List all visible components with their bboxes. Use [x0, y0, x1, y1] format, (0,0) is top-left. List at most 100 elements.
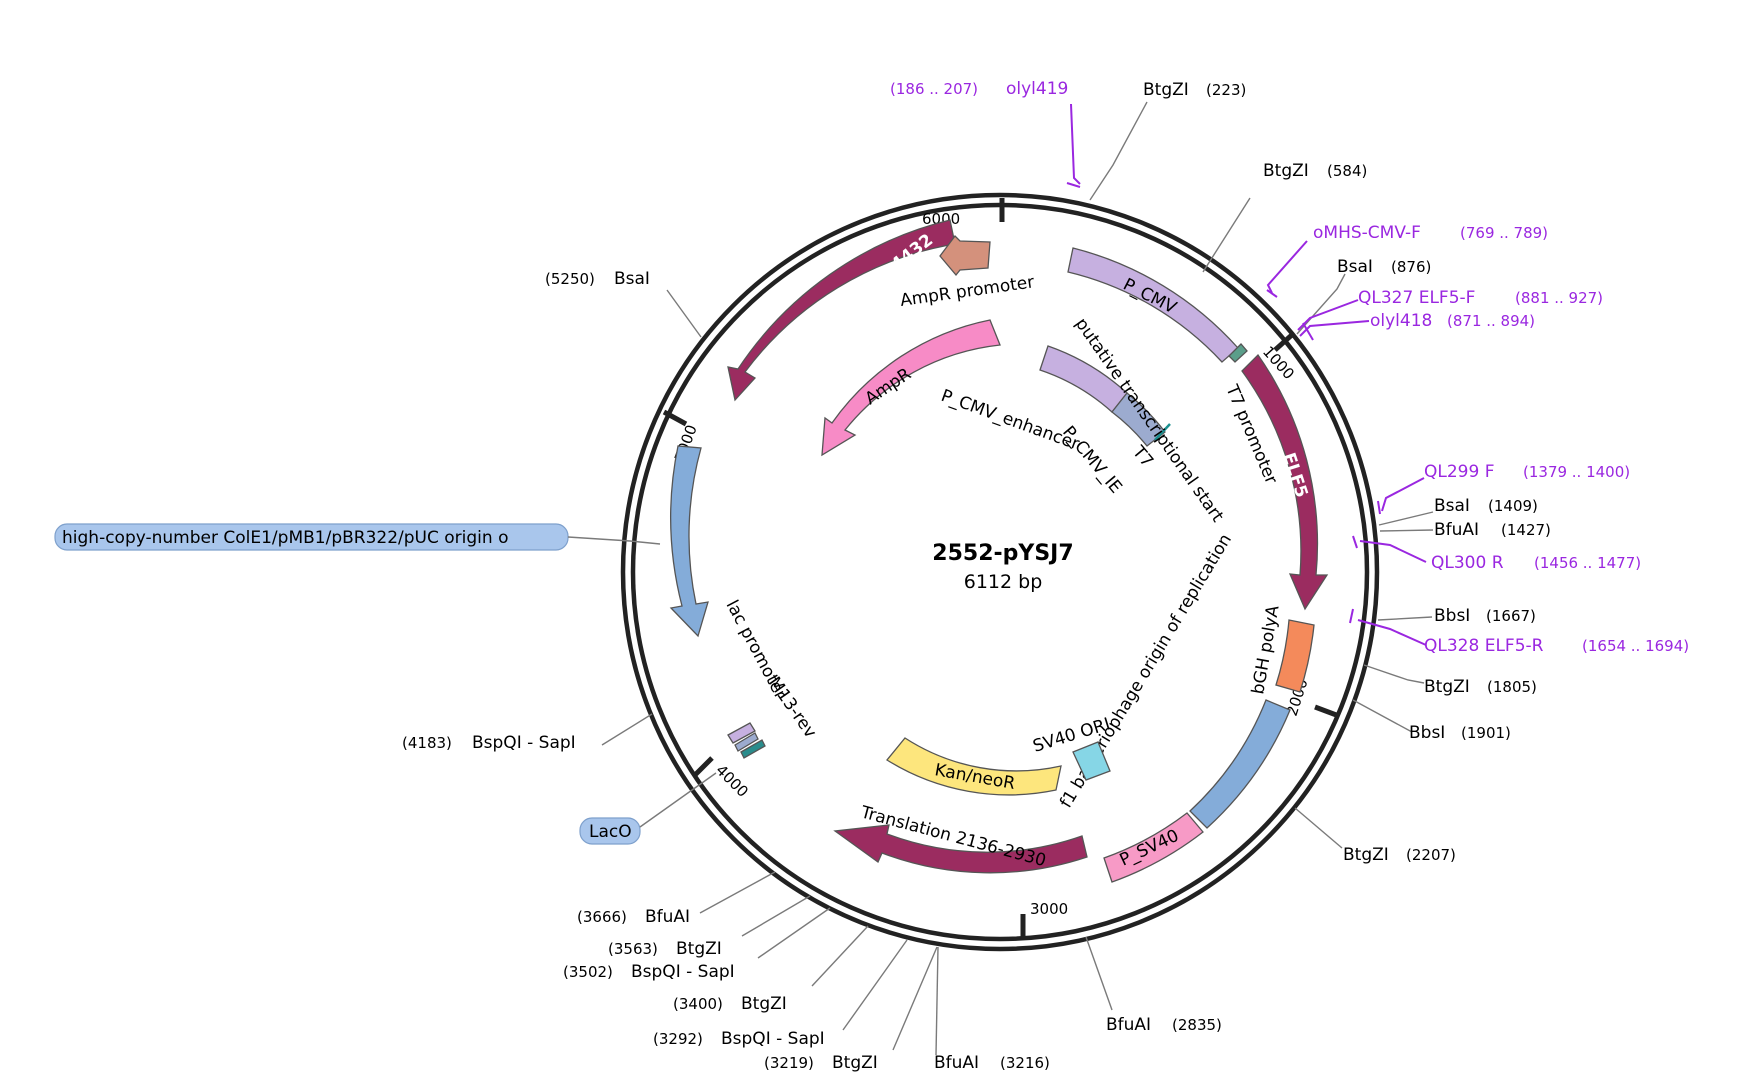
site-pos-btgzi-3563: (3563) — [608, 940, 658, 958]
laco-label-leader — [639, 772, 717, 828]
ori-arrow[interactable] — [669, 445, 709, 638]
ampr-promoter-arrow[interactable] — [939, 235, 991, 277]
kan-neor-feature[interactable] — [886, 737, 1062, 796]
primer-leader-ql328 — [1357, 619, 1427, 646]
site-pos-btgzi-584: (584) — [1327, 162, 1367, 180]
bgh-polya-feature[interactable] — [1275, 619, 1315, 693]
primer-range-olyl419: (186 .. 207) — [890, 80, 978, 98]
site-pos-btgzi-2207: (2207) — [1406, 846, 1456, 864]
tick-mark-4000 — [693, 756, 714, 777]
site-pos-bfuai-3666: (3666) — [577, 908, 627, 926]
ori-label-leader — [567, 536, 631, 542]
site-leader-bspqi-3292 — [842, 939, 908, 1031]
site-pos-btgzi-3400: (3400) — [673, 995, 723, 1013]
primer-name-olyl418[interactable]: olyl418 — [1370, 311, 1432, 331]
site-leader-bbsi-1901 — [1352, 699, 1413, 733]
site-name-btgzi-3563[interactable]: BtgZI — [676, 939, 722, 959]
site-name-btgzi-3400[interactable]: BtgZI — [741, 994, 787, 1014]
p-cmv-ie-feature[interactable] — [1111, 392, 1166, 447]
site-leader-btgzi-3219 — [892, 946, 938, 1051]
ori-label: high-copy-number ColE1/pMB1/pBR322/pUC o… — [62, 528, 508, 548]
primer-mark-olyl419 — [1066, 182, 1081, 188]
site-name-btgzi-1805[interactable]: BtgZI — [1424, 677, 1470, 697]
primer-name-ql300[interactable]: QL300 R — [1431, 553, 1504, 573]
site-name-btgzi-584[interactable]: BtgZI — [1263, 161, 1309, 181]
site-leader-bsai-1409 — [1378, 511, 1434, 526]
site-name-bspqi-4183[interactable]: BspQI - SapI — [472, 733, 576, 753]
site-leader-btgzi-2207 — [1294, 807, 1343, 849]
primer-leader-olyl419 — [1070, 103, 1081, 185]
site-name-bspqi-3292[interactable]: BspQI - SapI — [721, 1029, 825, 1049]
site-name-bsai-1409[interactable]: BsaI — [1434, 496, 1470, 516]
site-pos-bspqi-3292: (3292) — [653, 1030, 703, 1048]
site-leader-bbsi-1667 — [1377, 616, 1433, 621]
site-pos-bsai-5250: (5250) — [545, 270, 595, 288]
primer-range-ql299: (1379 .. 1400) — [1523, 463, 1630, 481]
site-pos-btgzi-3219: (3219) — [764, 1054, 814, 1072]
site-leader-bspqi-4183 — [601, 713, 653, 746]
site-name-bspqi-3502[interactable]: BspQI - SapI — [631, 962, 735, 982]
primer-range-ql300: (1456 .. 1477) — [1534, 554, 1641, 572]
site-pos-bspqi-4183: (4183) — [402, 734, 452, 752]
site-pos-bsai-876: (876) — [1391, 258, 1431, 276]
t7-marker — [1154, 423, 1171, 441]
primer-mark-ql299 — [1377, 500, 1381, 515]
site-name-bbsi-1667[interactable]: BbsI — [1434, 606, 1470, 626]
m13-rev-feature[interactable] — [740, 739, 766, 759]
site-name-btgzi-3219[interactable]: BtgZI — [832, 1053, 878, 1073]
site-pos-bfuai-3216: (3216) — [1000, 1054, 1050, 1072]
f1-ori-feature[interactable] — [1189, 699, 1291, 829]
site-pos-btgzi-223: (223) — [1206, 81, 1246, 99]
site-name-bsai-5250[interactable]: BsaI — [614, 269, 650, 289]
primer-mark-ql300 — [1352, 535, 1358, 549]
t7-promoter-feature[interactable] — [1228, 343, 1248, 363]
putative-start-label: putative transcriptional start — [1071, 314, 1228, 526]
site-leader-bfuai-3666 — [699, 871, 776, 914]
map-length: 6112 bp — [964, 571, 1043, 593]
tick-mark-2000 — [1314, 704, 1340, 719]
translation-2136-2930-arrow[interactable] — [833, 824, 1088, 874]
primer-leader-ql299 — [1381, 477, 1425, 512]
site-leader-btgzi-1805 — [1363, 664, 1425, 684]
site-leader-btgzi-223 — [1089, 101, 1148, 201]
laco-label-box[interactable] — [579, 817, 641, 845]
site-name-bbsi-1901[interactable]: BbsI — [1409, 723, 1445, 743]
site-leader-bfuai-3216 — [935, 946, 939, 1056]
ampr-promoter-label: AmpR promoter — [899, 272, 1036, 311]
ampr-arrow[interactable] — [821, 319, 1001, 457]
site-name-bfuai-1427[interactable]: BfuAI — [1434, 520, 1479, 540]
primer-range-omhs: (769 .. 789) — [1460, 224, 1548, 242]
primer-leader-omhs — [1266, 240, 1308, 294]
tick-mark-5000 — [662, 409, 688, 427]
site-leader-bsai-5250 — [666, 289, 702, 338]
p-sv40-feature[interactable] — [1103, 812, 1204, 883]
primer-mark-omhs — [1266, 289, 1278, 298]
lac-promoter-feature[interactable] — [727, 722, 756, 744]
primer-name-omhs[interactable]: oMHS-CMV-F — [1313, 223, 1421, 243]
translation-5292-4432-arrow[interactable] — [727, 219, 956, 402]
site-name-btgzi-2207[interactable]: BtgZI — [1343, 845, 1389, 865]
laco-feature[interactable] — [734, 732, 759, 752]
map-title: 2552-pYSJ7 — [932, 541, 1073, 566]
primer-name-olyl419[interactable]: olyl419 — [1006, 79, 1068, 99]
site-leader-btgzi-3563 — [741, 895, 811, 937]
site-leader-btgzi-584 — [1202, 197, 1251, 273]
primer-range-olyl418: (871 .. 894) — [1447, 312, 1535, 330]
primer-mark-ql328 — [1349, 608, 1354, 624]
primer-name-ql328[interactable]: QL328 ELF5-R — [1424, 636, 1544, 656]
sv40-ori-feature[interactable] — [1072, 741, 1111, 781]
elf5-arrow[interactable] — [1241, 353, 1329, 611]
primer-mark-ql327 — [1302, 322, 1314, 341]
site-name-bfuai-3216[interactable]: BfuAI — [934, 1053, 979, 1073]
site-name-bsai-876[interactable]: BsaI — [1337, 257, 1373, 277]
site-name-bfuai-3666[interactable]: BfuAI — [645, 907, 690, 927]
p-cmv-feature[interactable] — [1067, 247, 1239, 363]
site-pos-btgzi-1805: (1805) — [1487, 678, 1537, 696]
primer-range-ql328: (1654 .. 1694) — [1582, 637, 1689, 655]
primer-name-ql327[interactable]: QL327 ELF5-F — [1358, 288, 1475, 308]
site-name-btgzi-223[interactable]: BtgZI — [1143, 80, 1189, 100]
backbone-outer-ring — [620, 192, 1380, 952]
site-name-bfuai-2835[interactable]: BfuAI — [1106, 1015, 1151, 1035]
primer-name-ql299[interactable]: QL299 F — [1424, 462, 1494, 482]
